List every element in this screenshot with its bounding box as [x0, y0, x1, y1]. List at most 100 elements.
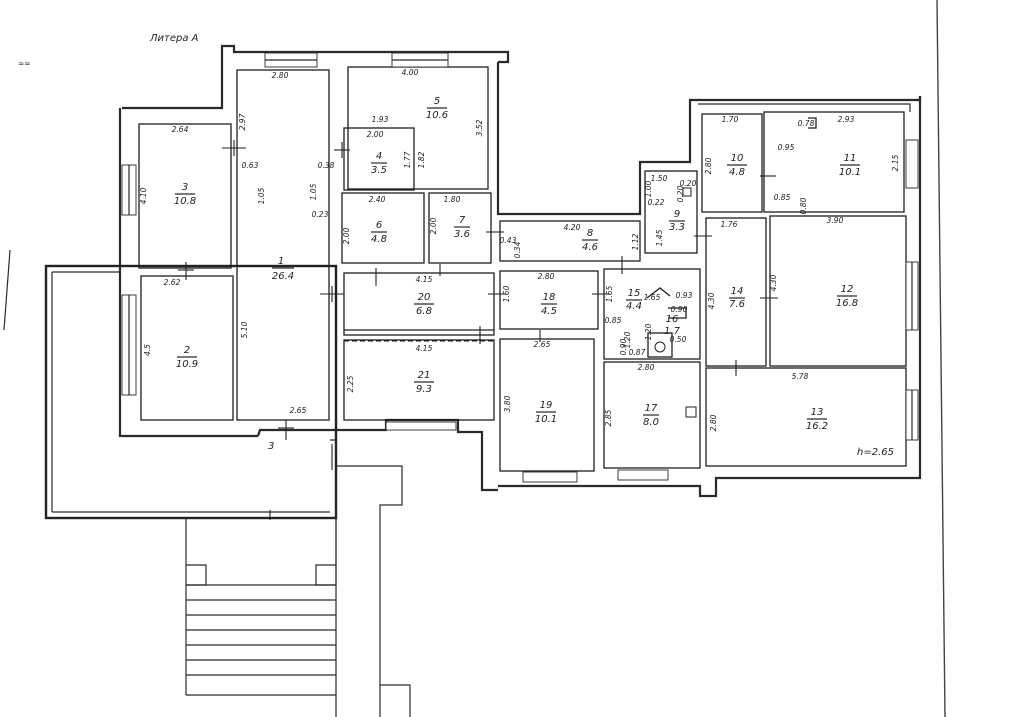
- dimension-label: 0.20: [676, 185, 685, 202]
- dimension-label: 2.64: [172, 125, 189, 134]
- room-number: 10: [731, 153, 744, 164]
- dimension-label: 4.20: [564, 223, 581, 232]
- room-1-outline: [236, 69, 330, 421]
- dimension-label: 1.77: [403, 151, 412, 168]
- dimension-label: 0.38: [318, 161, 335, 170]
- room-number: 6: [376, 220, 382, 231]
- dimension-label: 2.85: [604, 409, 613, 426]
- dimension-label: 2.97: [238, 113, 247, 130]
- room-area: 1.7: [664, 326, 681, 337]
- dimension-label: 0.80: [799, 197, 808, 214]
- room-number: 11: [844, 153, 857, 164]
- dimension-label: 2.65: [534, 340, 551, 349]
- room-number: 4: [376, 151, 382, 162]
- entrance-stairs: [185, 518, 337, 696]
- dimension-label: 0.90: [671, 305, 688, 314]
- dimension-label: 4.5: [143, 344, 152, 356]
- room-number: 14: [731, 286, 744, 297]
- room-area: 4.4: [626, 301, 642, 312]
- dimension-label: 2.80: [709, 414, 718, 431]
- room-number: 16: [666, 314, 679, 325]
- dimension-label: 0.63: [242, 161, 259, 170]
- dimension-label: 2.80: [272, 71, 289, 80]
- dimension-label: 0.93: [676, 291, 693, 300]
- scan-mark: ≈≈: [18, 59, 31, 68]
- dimension-label: 0.23: [312, 210, 329, 219]
- room-area: 4.6: [582, 242, 598, 253]
- dimension-label: 3.80: [503, 395, 512, 412]
- room-area: 16.2: [806, 421, 828, 432]
- room-area: 10.1: [535, 414, 557, 425]
- room-15-outline: [603, 268, 701, 360]
- room-area: 10.6: [426, 110, 448, 121]
- dimension-label: 5.78: [792, 372, 809, 381]
- room-9-outline: [644, 170, 698, 254]
- room-number: 2: [184, 345, 190, 356]
- dimension-label: 2.00: [342, 227, 351, 244]
- room-number: 7: [459, 215, 466, 226]
- room-number: 15: [628, 288, 641, 299]
- dimension-label: 1.05: [309, 183, 318, 200]
- rooms: [138, 66, 907, 472]
- dimension-label: 4.00: [402, 68, 419, 77]
- dimension-label: 1.93: [372, 115, 389, 124]
- height-note: h=2.65: [857, 447, 894, 458]
- dimension-label: 1.00: [644, 180, 653, 197]
- veranda-outline: [44, 264, 338, 520]
- room-number: 17: [645, 403, 658, 414]
- dimension-label: 1.50: [651, 174, 668, 183]
- room-area: 10.1: [839, 167, 861, 178]
- room-area: 4.8: [371, 234, 387, 245]
- room-number: 1: [278, 256, 284, 267]
- room-area: 3.6: [454, 229, 470, 240]
- dimension-label: 1.80: [444, 195, 461, 204]
- dimension-label: 2.65: [290, 406, 307, 415]
- room-19-outline: [499, 338, 595, 472]
- room-17-outline: [603, 361, 701, 469]
- dimension-label: 2.25: [346, 375, 355, 392]
- room-4-outline: [343, 127, 415, 191]
- dimension-label: 4.30: [769, 274, 778, 291]
- dimension-label: 2.00: [367, 130, 384, 139]
- room-area: 8.0: [643, 417, 659, 428]
- dimension-label: 4.10: [139, 187, 148, 204]
- door-marks: [178, 140, 778, 520]
- dimension-label: 1.05: [257, 187, 266, 204]
- room-area: 7.6: [729, 299, 745, 310]
- dimension-label: 2.40: [369, 195, 386, 204]
- dimension-label: 4.30: [707, 292, 716, 309]
- windows: [121, 52, 919, 483]
- walkway-outline: [330, 439, 411, 717]
- room-area: 26.4: [272, 271, 294, 282]
- outer-walls: [118, 44, 922, 498]
- room-number: 20: [418, 292, 431, 303]
- room-16-fixture: [647, 332, 673, 358]
- dimension-label: 0.85: [605, 316, 622, 325]
- dimension-label: 3.52: [475, 119, 484, 136]
- room-area: 4.8: [729, 167, 745, 178]
- room-area: 10.8: [174, 196, 196, 207]
- dimension-label: 2.80: [704, 157, 713, 174]
- dimension-label: 1.20: [623, 331, 632, 348]
- dimension-label: 0.78: [798, 119, 815, 128]
- room-number: 3: [182, 182, 188, 193]
- sheet-border-line: [936, 0, 946, 717]
- dimension-label: 1.20: [644, 323, 653, 340]
- dimension-label: 1.76: [721, 220, 738, 229]
- room-area: 9.3: [416, 384, 432, 395]
- dimension-label: 1.65: [605, 285, 614, 302]
- dimension-label: 1.70: [722, 115, 739, 124]
- room-10-outline: [701, 113, 763, 213]
- dimension-label: 0.22: [648, 198, 665, 207]
- dimension-label: 0.20: [680, 179, 697, 188]
- room-area: 3.5: [371, 165, 387, 176]
- dimension-label: 1.60: [502, 285, 511, 302]
- room-area: 10.9: [176, 359, 198, 370]
- room-area: 16.8: [836, 298, 858, 309]
- dimension-label: 1.45: [655, 229, 664, 246]
- dimension-label: 0.50: [670, 335, 687, 344]
- room-2-outline: [140, 275, 234, 421]
- dimension-label: 2.80: [538, 272, 555, 281]
- dimension-label: 2.15: [891, 154, 900, 171]
